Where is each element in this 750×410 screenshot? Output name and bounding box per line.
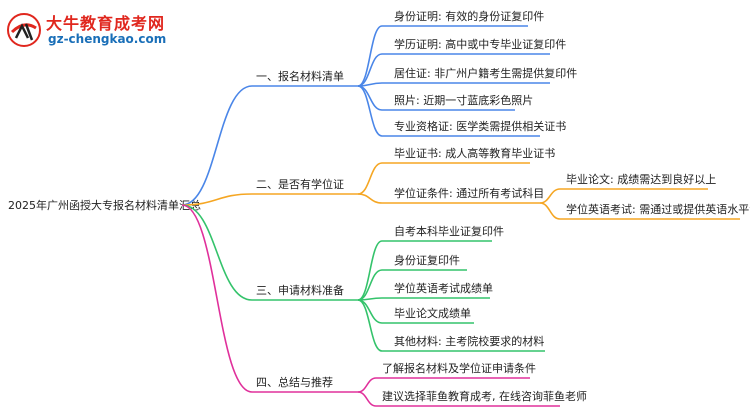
leaf-label: 身份证明: 有效的身份证复印件 xyxy=(394,9,544,23)
root-node[interactable]: 2025年广州函授大专报名材料清单汇总 xyxy=(8,198,201,212)
branch-label: 四、总结与推荐 xyxy=(256,375,333,389)
branch-label: 三、申请材料准备 xyxy=(256,283,344,297)
branch-connector xyxy=(181,193,253,206)
leaf-node[interactable]: 其他材料: 主考院校要求的材料 xyxy=(394,334,544,348)
branch-label: 二、是否有学位证 xyxy=(256,177,344,191)
leaf-node[interactable]: 居住证: 非广州户籍考生需提供复印件 xyxy=(394,66,577,80)
leaf-label: 自考本科毕业证复印件 xyxy=(394,224,504,238)
leaf-connector xyxy=(357,377,377,393)
branch-connector xyxy=(181,204,253,393)
leaf-node[interactable]: 毕业论文成绩单 xyxy=(394,306,471,320)
leaf-label: 学历证明: 高中或中专毕业证复印件 xyxy=(394,37,566,51)
leaf-label: 身份证复印件 xyxy=(394,253,460,267)
leaf-node[interactable]: 专业资格证: 医学类需提供相关证书 xyxy=(394,119,566,133)
leaf-connector xyxy=(357,269,383,301)
branch-label: 一、报名材料清单 xyxy=(256,69,344,83)
leaf-label: 毕业证书: 成人高等教育毕业证书 xyxy=(394,146,555,160)
leaf-node[interactable]: 学位英语考试成绩单 xyxy=(394,281,493,295)
leaf-connector xyxy=(357,85,383,137)
leaf-connector xyxy=(357,299,383,324)
logo-badge-icon xyxy=(7,13,41,47)
root-label: 2025年广州函授大专报名材料清单汇总 xyxy=(8,198,201,212)
leaf-node[interactable]: 学历证明: 高中或中专毕业证复印件 xyxy=(394,37,566,51)
branch-connector xyxy=(181,204,253,301)
branch-connector xyxy=(181,85,253,206)
leaf-connector xyxy=(357,193,383,204)
site-logo[interactable]: 大牛教育成考网 gz-chengkao.com xyxy=(6,8,206,52)
leaf-connector xyxy=(357,162,383,195)
branch-node[interactable]: 二、是否有学位证 xyxy=(256,177,344,191)
leaf-label: 照片: 近期一寸蓝底彩色照片 xyxy=(394,93,533,107)
leaf-node[interactable]: 学位证条件: 通过所有考试科目 xyxy=(394,186,544,200)
subleaf-label: 毕业论文: 成绩需达到良好以上 xyxy=(566,172,716,186)
leaf-node[interactable]: 毕业证书: 成人高等教育毕业证书 xyxy=(394,146,555,160)
logo-title: 大牛教育成考网 xyxy=(46,14,166,33)
subleaf-node[interactable]: 学位英语考试: 需通过或提供英语水平证明 xyxy=(566,202,750,216)
leaf-label: 专业资格证: 医学类需提供相关证书 xyxy=(394,119,566,133)
leaf-node[interactable]: 自考本科毕业证复印件 xyxy=(394,224,504,238)
logo-url: gz-chengkao.com xyxy=(48,32,167,46)
subleaf-label: 学位英语考试: 需通过或提供英语水平证明 xyxy=(566,202,750,216)
subleaf-node[interactable]: 毕业论文: 成绩需达到良好以上 xyxy=(566,172,716,186)
leaf-label: 居住证: 非广州户籍考生需提供复印件 xyxy=(394,66,577,80)
branch-node[interactable]: 一、报名材料清单 xyxy=(256,69,344,83)
leaf-connector xyxy=(357,391,377,407)
leaf-label: 了解报名材料及学位证申请条件 xyxy=(382,361,536,375)
leaf-node[interactable]: 身份证复印件 xyxy=(394,253,460,267)
leaf-node[interactable]: 建议选择菲鱼教育成考, 在线咨询菲鱼老师 xyxy=(382,389,587,403)
leaf-node[interactable]: 照片: 近期一寸蓝底彩色照片 xyxy=(394,93,533,107)
branch-node[interactable]: 四、总结与推荐 xyxy=(256,375,333,389)
leaf-connector xyxy=(357,85,383,111)
leaf-label: 建议选择菲鱼教育成考, 在线咨询菲鱼老师 xyxy=(382,389,587,403)
leaf-label: 毕业论文成绩单 xyxy=(394,306,471,320)
subleaf-connector xyxy=(539,202,561,220)
leaf-label: 学位英语考试成绩单 xyxy=(394,281,493,295)
leaf-node[interactable]: 了解报名材料及学位证申请条件 xyxy=(382,361,536,375)
leaf-node[interactable]: 身份证明: 有效的身份证复印件 xyxy=(394,9,544,23)
leaf-label: 其他材料: 主考院校要求的材料 xyxy=(394,334,544,348)
leaf-label: 学位证条件: 通过所有考试科目 xyxy=(394,186,544,200)
branch-node[interactable]: 三、申请材料准备 xyxy=(256,283,344,297)
leaf-connector xyxy=(357,299,383,352)
leaf-connector xyxy=(357,53,383,87)
